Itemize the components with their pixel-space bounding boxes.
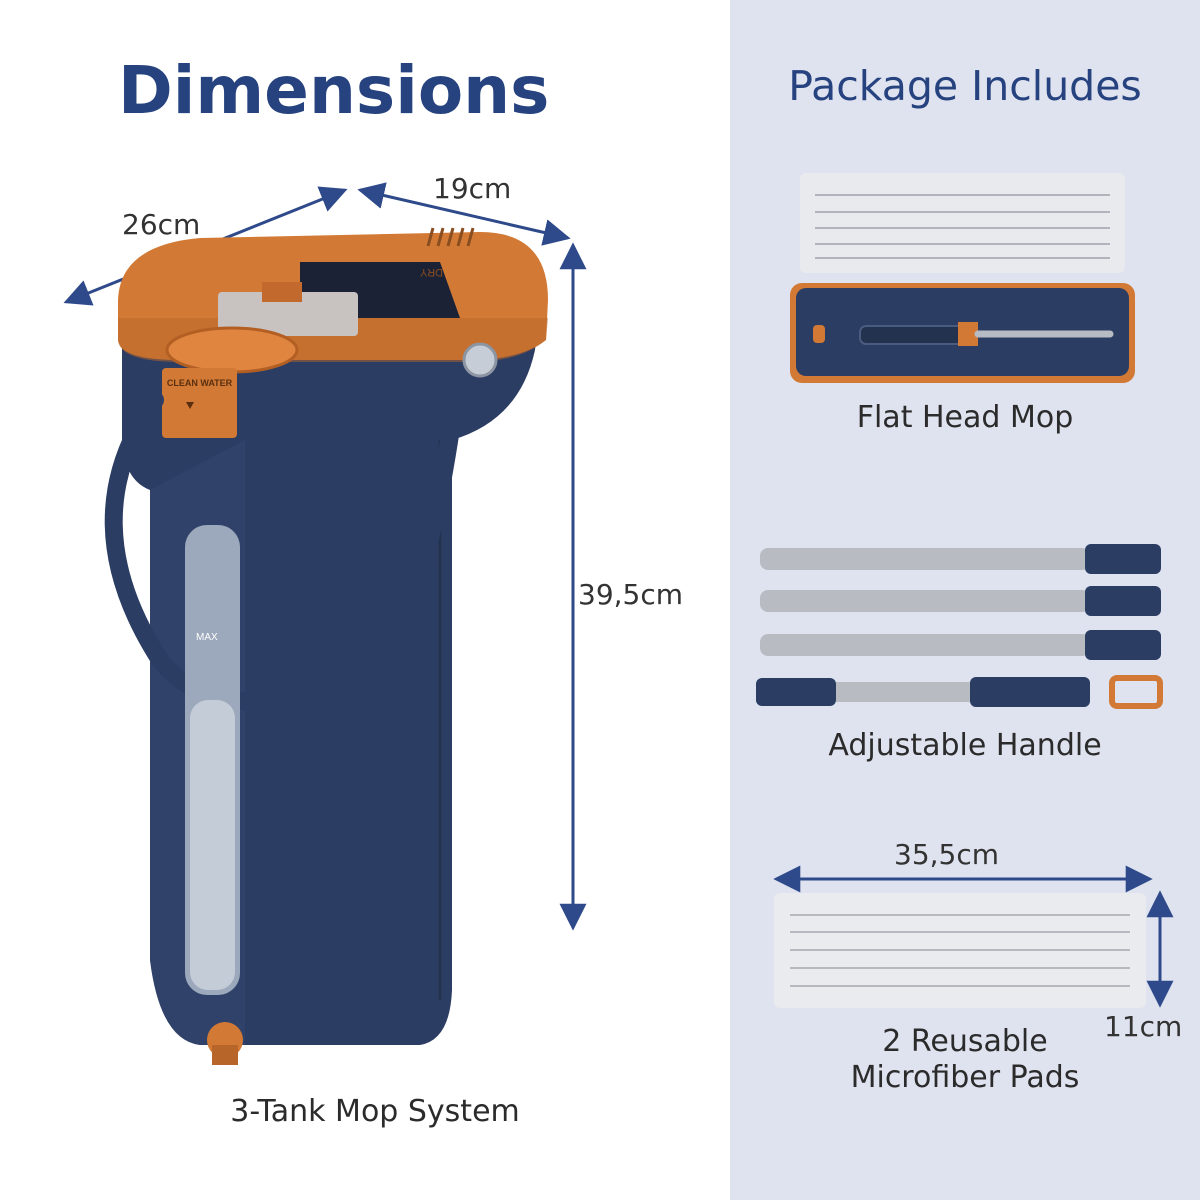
bucket-caption: 3-Tank Mop System (230, 1094, 520, 1129)
clean-water-label: CLEAN WATER (166, 378, 233, 388)
microfiber-pads-caption-line2: Microfiber Pads (850, 1060, 1080, 1095)
pad-height-label: 11cm (1104, 1010, 1183, 1043)
flat-head-mop-caption: Flat Head Mop (856, 400, 1074, 435)
width-double-arrow-icon (357, 182, 571, 246)
max-label: MAX (196, 632, 218, 643)
microfiber-pads-caption-line1: 2 Reusable (882, 1024, 1048, 1059)
dimensions-title: Dimensions (118, 52, 550, 129)
microfiber-pads-caption: 2 Reusable Microfiber Pads (730, 1024, 1200, 1096)
height-dimension-label: 39,5cm (578, 578, 684, 611)
depth-dimension-label: 26cm (122, 208, 201, 241)
package-includes-title: Package Includes (788, 62, 1142, 110)
width-dimension-label: 19cm (433, 172, 512, 205)
adjustable-handle-caption: Adjustable Handle (828, 728, 1102, 763)
pad-length-label: 35,5cm (894, 838, 1000, 871)
